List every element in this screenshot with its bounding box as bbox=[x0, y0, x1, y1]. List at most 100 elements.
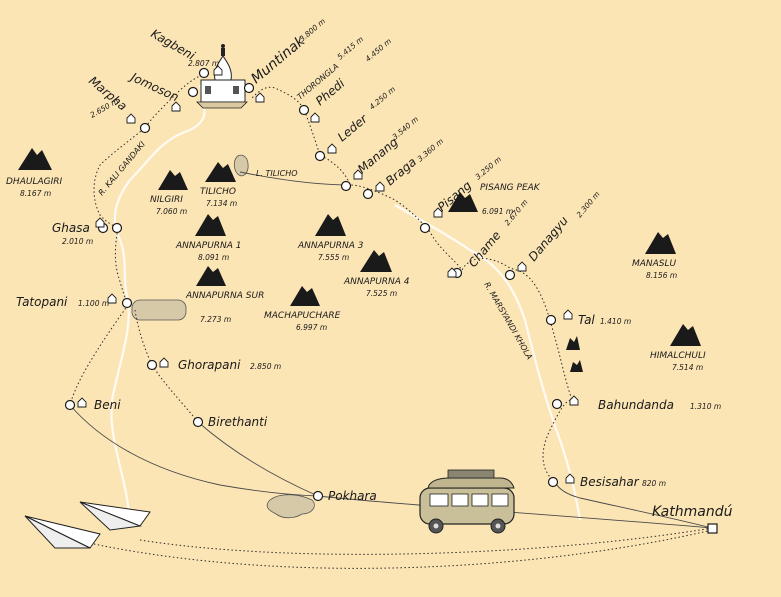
mountain-icon bbox=[205, 162, 236, 182]
peak-label: TILICHO bbox=[200, 187, 236, 197]
house-icon bbox=[171, 101, 181, 112]
house-icon bbox=[159, 357, 169, 368]
mountain-icon bbox=[195, 214, 226, 236]
town-dot-tal bbox=[545, 314, 557, 326]
trail-tatopani-beni bbox=[69, 304, 129, 406]
house-icon bbox=[255, 92, 265, 103]
house-icon bbox=[353, 169, 363, 180]
house-icon bbox=[107, 293, 117, 304]
trail-ghorapani-birethanti bbox=[151, 364, 199, 423]
house-icon bbox=[327, 143, 337, 154]
town-label-kathmandu: Kathmandú bbox=[652, 504, 733, 520]
town-label: Braga bbox=[383, 155, 419, 189]
town-dot-beni bbox=[64, 399, 76, 411]
house-icon bbox=[565, 473, 575, 484]
town-label: Leder bbox=[335, 111, 371, 144]
peak-alt: 6.091 m bbox=[482, 207, 513, 216]
airplane-icon bbox=[24, 515, 101, 549]
town-dot-pisang bbox=[419, 222, 431, 234]
peak-alt: 8.167 m bbox=[20, 189, 51, 198]
road-kathmandu-besisahar bbox=[554, 481, 713, 529]
house-icon bbox=[563, 309, 573, 320]
house-icon bbox=[77, 397, 87, 408]
mountain-icon bbox=[196, 266, 226, 286]
town-alt: 3.360 m bbox=[416, 137, 446, 164]
town-alt: 3.540 m bbox=[391, 115, 421, 142]
house-icon bbox=[95, 217, 105, 228]
peak-alt: 7.273 m bbox=[200, 315, 231, 324]
house-icons bbox=[77, 65, 579, 484]
town-dot-manang bbox=[340, 180, 352, 192]
town-dot-ghasa-2 bbox=[111, 222, 123, 234]
town-dot-tatopani bbox=[121, 297, 133, 309]
town-dot-kagbeni bbox=[198, 67, 210, 79]
mountain-icon bbox=[315, 214, 346, 236]
mountain-icon bbox=[360, 250, 392, 272]
kali-gandaki-river bbox=[110, 84, 206, 521]
peak-alt: 7.134 m bbox=[206, 199, 237, 208]
town-dot-phedi bbox=[298, 104, 310, 116]
trail-annapurna-circuit-east bbox=[251, 86, 573, 483]
town-dot-birethanti bbox=[192, 416, 204, 428]
peak-label: DHAULAGIRI bbox=[6, 177, 62, 187]
peak-label: PISANG PEAK bbox=[480, 183, 541, 193]
road-birethanti-pokhara bbox=[197, 421, 319, 497]
mountain-icons bbox=[18, 148, 701, 346]
house-icon bbox=[517, 261, 527, 272]
town-dot-jomsom bbox=[187, 86, 199, 98]
town-alt: 2.010 m bbox=[62, 237, 93, 246]
town-label: Besisahar bbox=[580, 475, 640, 489]
town-dot-bahundanda bbox=[551, 398, 563, 410]
town-dot-ghorapani bbox=[146, 359, 158, 371]
lake-label-tilicho: L. TILICHO bbox=[256, 169, 298, 178]
peak-alt: 6.997 m bbox=[296, 323, 327, 332]
town-dot-leder bbox=[314, 150, 326, 162]
peak-alt: 7.525 m bbox=[366, 289, 397, 298]
town-label: Pokhara bbox=[328, 489, 377, 503]
town-alt: 2.300 m bbox=[575, 190, 602, 220]
town-label: Ghorapani bbox=[178, 358, 241, 372]
town-label: Ghasa bbox=[52, 221, 90, 235]
town-alt: 2.850 m bbox=[250, 362, 281, 371]
town-alt: 1.100 m bbox=[78, 299, 109, 308]
town-label: Birethanti bbox=[208, 415, 268, 429]
monastery-icon bbox=[196, 44, 248, 109]
house-icon bbox=[447, 267, 457, 278]
house-icon bbox=[375, 181, 385, 192]
town-alt: 1.310 m bbox=[690, 402, 721, 411]
town-label: Beni bbox=[94, 398, 121, 412]
town-dot-pokhara bbox=[312, 490, 324, 502]
house-icon bbox=[433, 207, 443, 218]
town-label: Jomoson bbox=[127, 69, 181, 104]
town-dot-besisahar bbox=[547, 476, 559, 488]
mountain-icon bbox=[670, 324, 701, 346]
house-icon bbox=[310, 112, 320, 123]
bus-icon bbox=[419, 469, 515, 534]
peak-label: ANNAPURNA 3 bbox=[297, 241, 364, 251]
house-icon bbox=[569, 395, 579, 406]
mountain-icon bbox=[290, 286, 320, 306]
mountain-icon bbox=[645, 232, 676, 254]
town-alt: 3.250 m bbox=[474, 155, 504, 182]
mountain-icon bbox=[158, 170, 188, 190]
phewa-lake bbox=[266, 494, 315, 519]
town-alt: 2.807 m bbox=[188, 59, 219, 68]
trail-air-route bbox=[139, 527, 713, 555]
peak-label: NILGIRI bbox=[150, 195, 183, 205]
town-dot-braga bbox=[362, 188, 374, 200]
road-beni-pokhara bbox=[69, 404, 319, 497]
town-label: Danagyu bbox=[526, 213, 572, 264]
town-label: Tatopani bbox=[16, 295, 68, 309]
tatopani-springs bbox=[131, 299, 187, 321]
peak-label: ANNAPURNA 1 bbox=[175, 241, 242, 251]
peak-label: MANASLU bbox=[632, 259, 677, 269]
peak-label: HIMALCHULI bbox=[650, 351, 706, 361]
tilicho-lake bbox=[233, 154, 249, 177]
town-label: Kagbeni bbox=[149, 26, 198, 63]
town-alt: 4.250 m bbox=[368, 85, 398, 112]
town-alt: 820 m bbox=[642, 479, 666, 488]
town-dot-danagyu bbox=[504, 269, 516, 281]
peak-label: ANNAPURNA 4 bbox=[343, 277, 410, 287]
town-alt: 1.410 m bbox=[600, 317, 631, 326]
